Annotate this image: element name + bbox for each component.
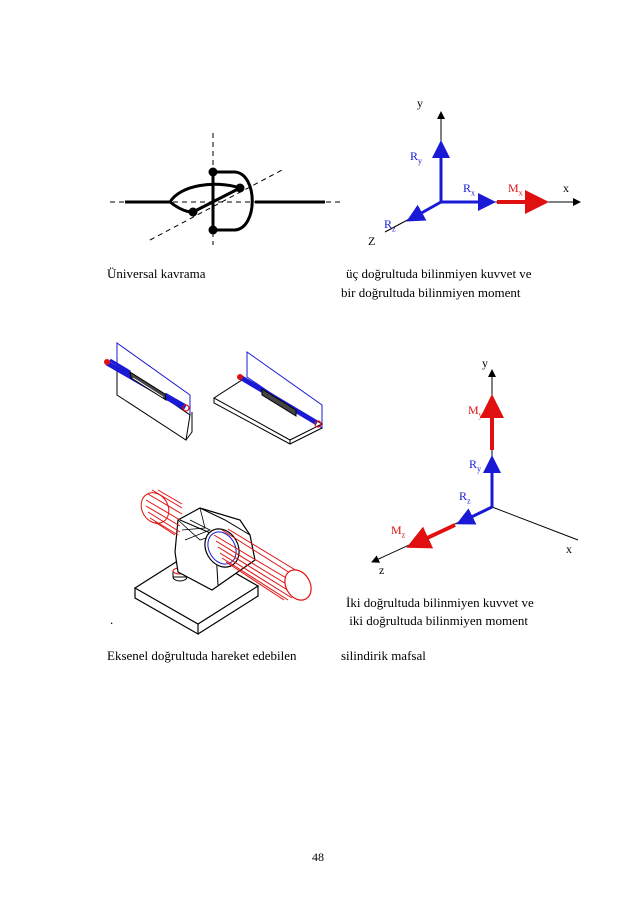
stray-dot: . <box>110 612 114 627</box>
rz-label-2: Rz <box>459 489 471 506</box>
my-label-2: My <box>468 403 483 420</box>
axes2-caption-line1: İki doğrultuda bilinmiyen kuvvet ve <box>346 595 534 610</box>
axes1-caption-line1: üç doğrultuda bilinmiyen kuvvet ve <box>346 266 532 281</box>
mx-label-1: Mx <box>508 181 523 198</box>
axes2-caption-line2: iki doğrultuda bilinmiyen moment <box>346 613 528 628</box>
universal-caption: Üniversal kavrama <box>107 266 206 281</box>
mz-label-2: Mz <box>391 523 406 540</box>
axis2-z-label: z <box>379 563 385 577</box>
silindirik-caption: silindirik mafsal <box>341 648 426 663</box>
eksenel-caption: Eksenel doğrultuda hareket edebilen <box>107 648 297 663</box>
rx-label-1: Rx <box>463 181 476 198</box>
axis1-y-label: y <box>417 96 423 110</box>
ry-label-2: Ry <box>469 457 482 474</box>
axis1-x-label: x <box>563 181 569 195</box>
page-number: 48 <box>312 850 324 864</box>
ry-label-1: Ry <box>410 149 423 166</box>
axis2-x-label: x <box>566 542 572 556</box>
axis1-z-label: Z <box>368 234 376 248</box>
rz-label-1: Rz <box>384 217 396 234</box>
axes1-caption-line2: bir doğrultuda bilinmiyen moment <box>341 285 521 300</box>
axis2-y-label: y <box>482 356 488 370</box>
